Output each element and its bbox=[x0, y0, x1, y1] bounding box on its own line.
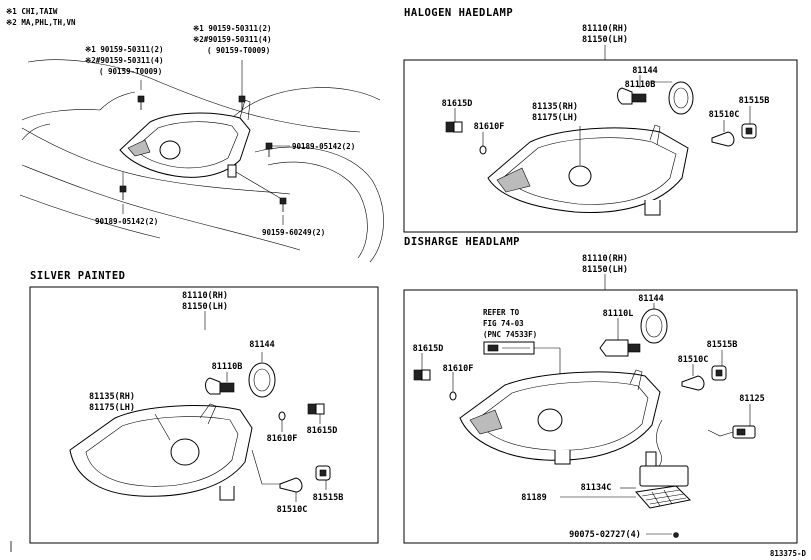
refer-line-3: (PNC 74533F) bbox=[483, 330, 537, 339]
silver-81515b: 81515B bbox=[313, 493, 344, 503]
silver-81110b: 81110B bbox=[212, 362, 243, 372]
halogen-81610f: 81610F bbox=[474, 122, 505, 132]
halogen-lamp-drawing bbox=[445, 81, 757, 216]
silver-81610f: 81610F bbox=[267, 434, 298, 444]
silver-title: SILVER PAINTED bbox=[30, 270, 126, 282]
discharge-81510c: 81510C bbox=[678, 355, 709, 365]
discharge-81110l: 81110L bbox=[603, 309, 634, 319]
discharge-frame bbox=[403, 289, 798, 544]
halogen-top1: 81110(RH) bbox=[582, 24, 628, 34]
car-label-c: 90189-05142(2) bbox=[292, 142, 355, 151]
refer-line-2: FIG 74-03 bbox=[483, 319, 524, 328]
car-label-e: 90159-60249(2) bbox=[262, 228, 325, 237]
bolt-icon bbox=[137, 95, 145, 110]
silver-top1: 81110(RH) bbox=[182, 291, 228, 301]
car-label-a2: ※2#90159-50311(4) bbox=[85, 56, 164, 65]
car-label-b2: ※2#90159-50311(4) bbox=[193, 35, 272, 44]
discharge-top1: 81110(RH) bbox=[582, 254, 628, 264]
halogen-81175: 81175(LH) bbox=[532, 113, 578, 123]
car-label-a1: ※1 90159-50311(2) bbox=[85, 45, 164, 54]
bolt-icon bbox=[265, 142, 273, 157]
discharge-81125: 81125 bbox=[739, 394, 765, 404]
halogen-81615d: 81615D bbox=[442, 99, 473, 109]
silver-81144: 81144 bbox=[249, 340, 275, 350]
silver-frame bbox=[29, 286, 379, 544]
halogen-81515b: 81515B bbox=[739, 96, 770, 106]
silver-top2: 81150(LH) bbox=[182, 302, 228, 312]
silver-81510c: 81510C bbox=[277, 505, 308, 515]
refer-box: REFER TO FIG 74-03 (PNC 74533F) bbox=[483, 308, 537, 355]
car-front-drawing bbox=[19, 59, 384, 263]
car-label-d: 90189-05142(2) bbox=[95, 217, 158, 226]
discharge-top2: 81150(LH) bbox=[582, 265, 628, 275]
bolt-icon bbox=[279, 197, 287, 212]
figure-code: 813375-D bbox=[770, 549, 807, 558]
halogen-title: HALOGEN HAEDLAMP bbox=[404, 7, 513, 19]
discharge-81144: 81144 bbox=[638, 294, 664, 304]
discharge-81615d: 81615D bbox=[413, 344, 444, 354]
note-1: ※1 CHI,TAIW bbox=[6, 7, 58, 16]
discharge-lamp-drawing bbox=[413, 308, 756, 538]
discharge-81134c: 81134C bbox=[581, 483, 612, 493]
bolt-icon bbox=[119, 185, 127, 200]
halogen-81110b: 81110B bbox=[625, 80, 656, 90]
discharge-81610f: 81610F bbox=[443, 364, 474, 374]
refer-line-1: REFER TO bbox=[483, 308, 520, 317]
halogen-81135: 81135(RH) bbox=[532, 102, 578, 112]
car-label-b1: ※1 90159-50311(2) bbox=[193, 24, 272, 33]
car-label-b3: ( 90159-T0009) bbox=[207, 46, 270, 55]
halogen-top2: 81150(LH) bbox=[582, 35, 628, 45]
silver-81615d: 81615D bbox=[307, 426, 338, 436]
discharge-90075: 90075-02727(4) bbox=[569, 530, 641, 540]
discharge-title: DISHARGE HEADLAMP bbox=[404, 236, 520, 248]
halogen-81144: 81144 bbox=[632, 66, 658, 76]
note-2: ※2 MA,PHL,TH,VN bbox=[6, 18, 76, 27]
discharge-81189: 81189 bbox=[521, 493, 547, 503]
car-label-a3: ( 90159-T0009) bbox=[99, 67, 162, 76]
silver-81135: 81135(RH) bbox=[89, 392, 135, 402]
silver-lamp-drawing bbox=[69, 362, 331, 501]
halogen-frame bbox=[403, 59, 798, 233]
discharge-81515b: 81515B bbox=[707, 340, 738, 350]
silver-81175: 81175(LH) bbox=[89, 403, 135, 413]
halogen-81510c: 81510C bbox=[709, 110, 740, 120]
